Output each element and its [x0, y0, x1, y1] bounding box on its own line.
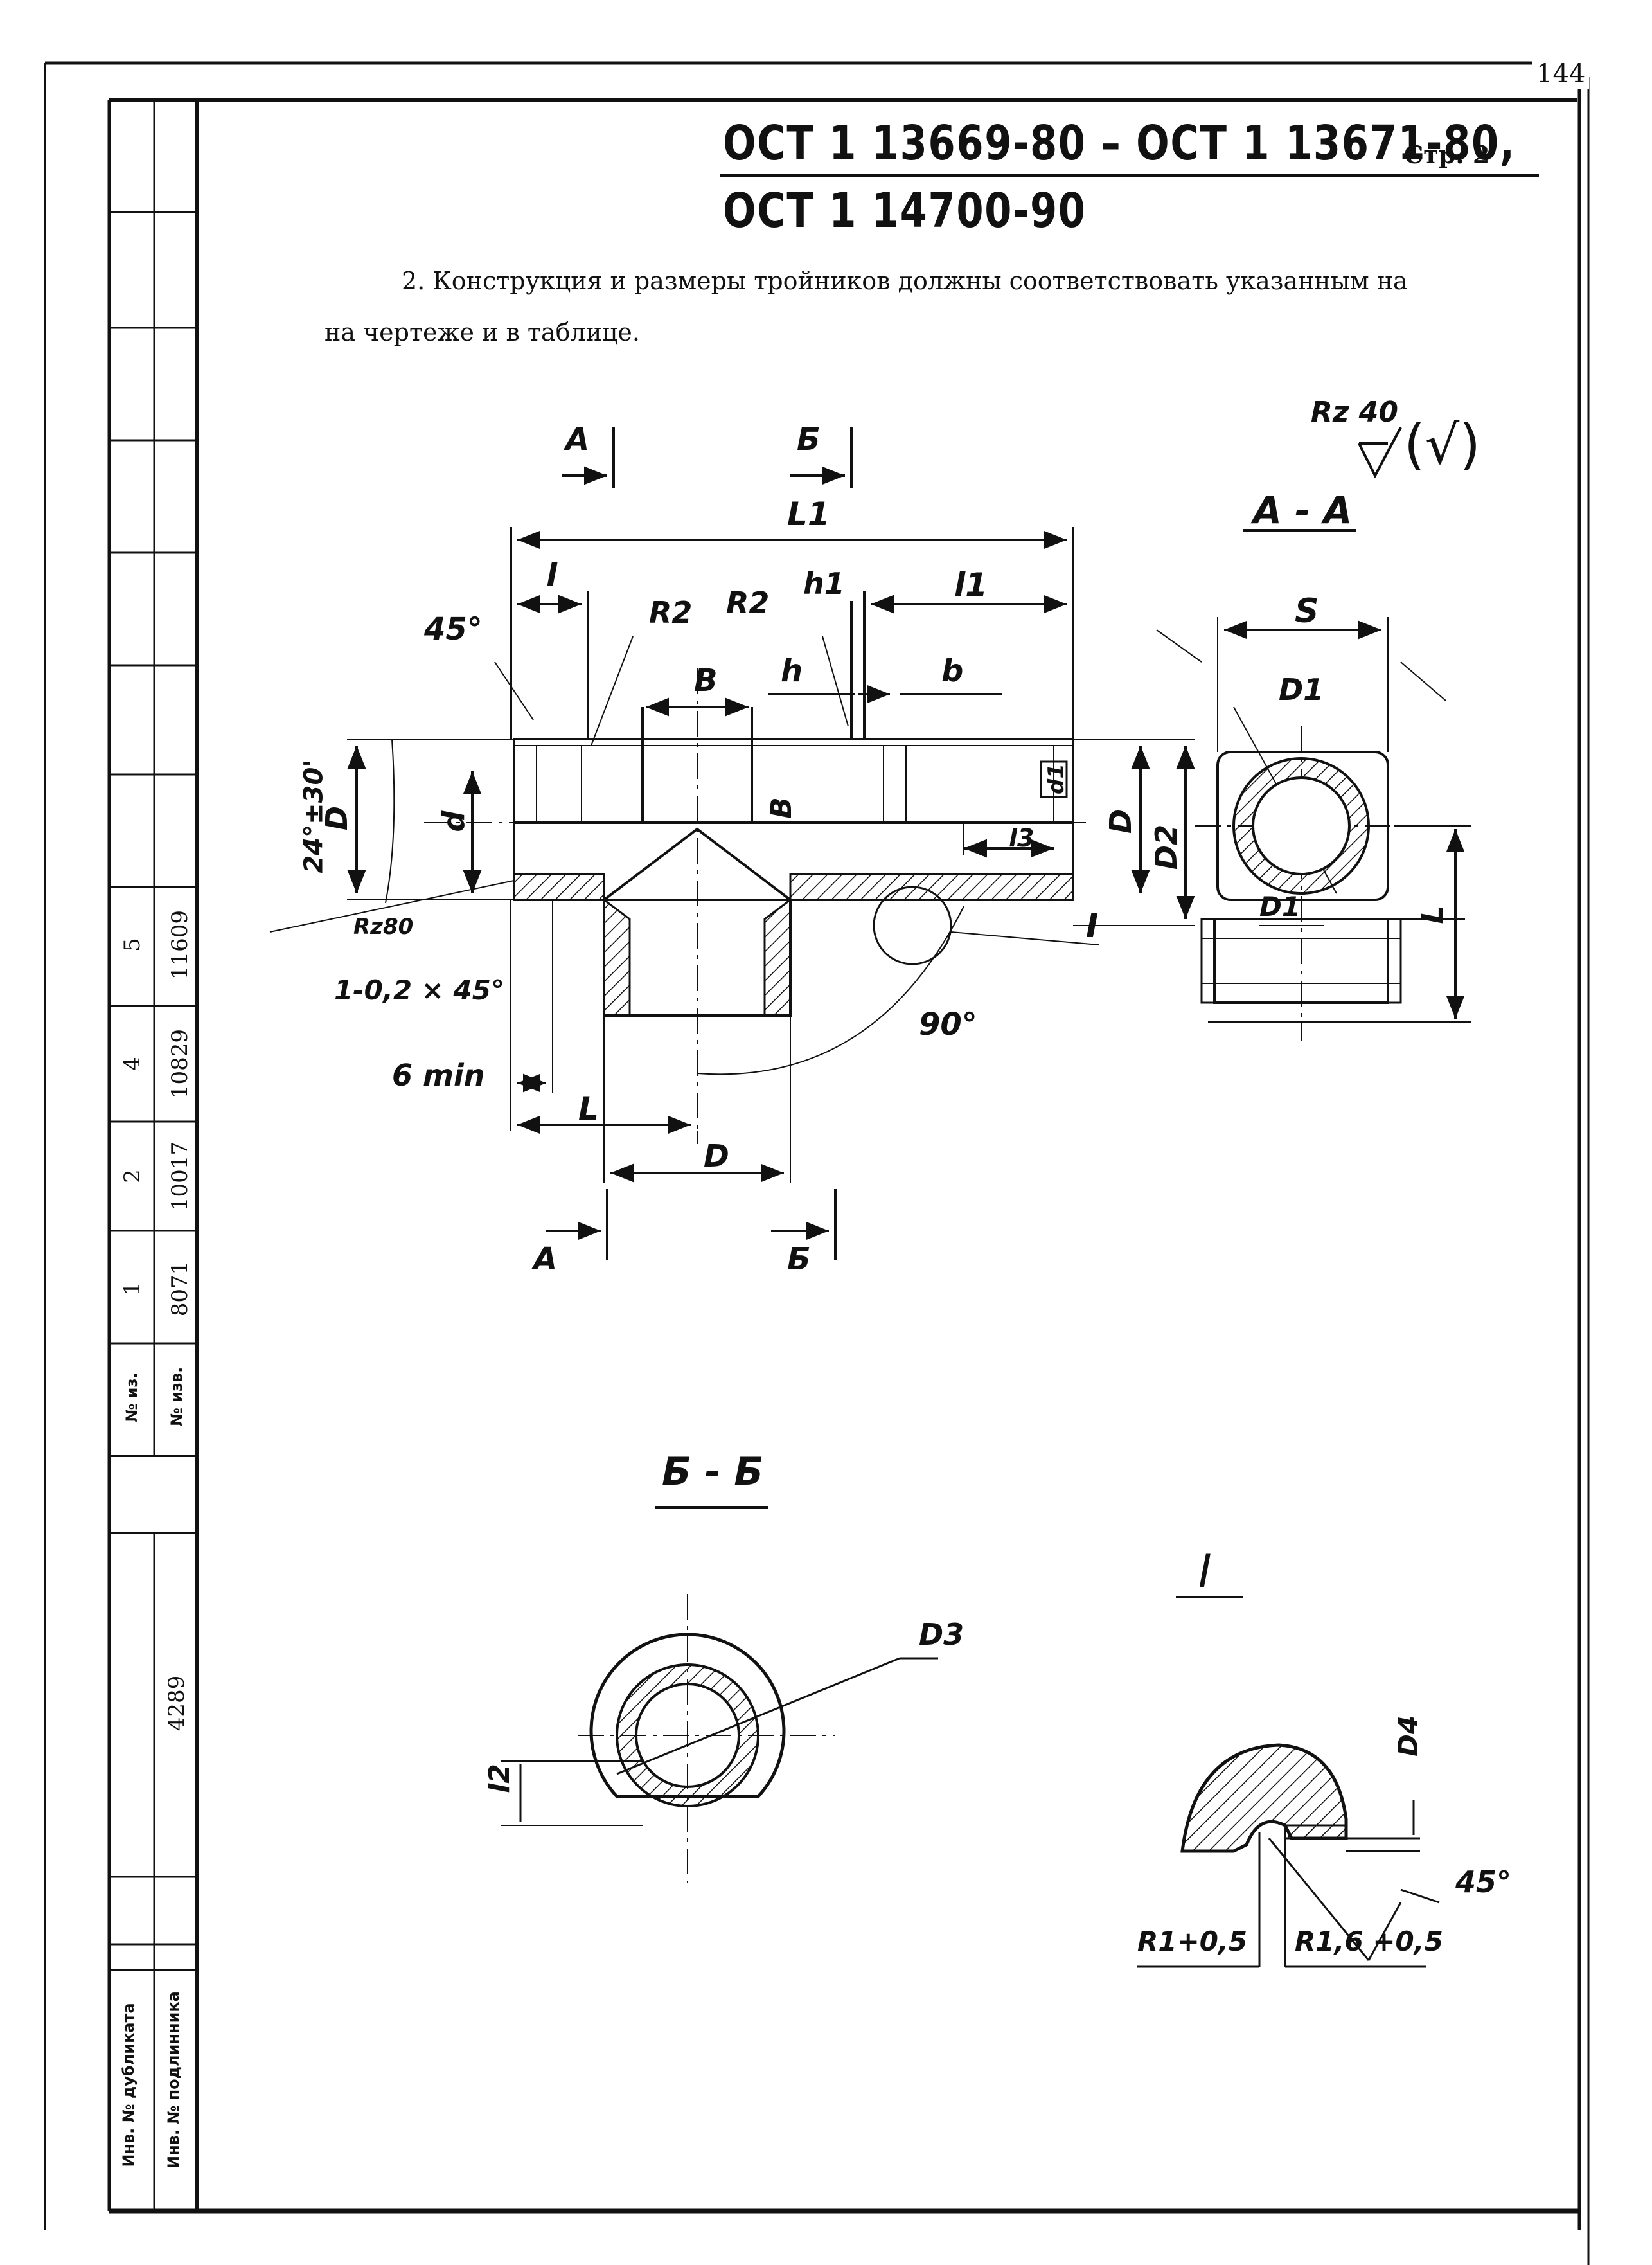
detail-I-D4: D4 [1392, 1715, 1425, 1757]
detail-I-R16: R1,6 +0,5 [1295, 1926, 1443, 1957]
dim-l: l [546, 557, 558, 594]
document-designation-line1: ОСТ 1 13669-80 – ОСТ 1 13671-80, [723, 116, 1516, 171]
page-reference: Стр. 2 [1404, 140, 1490, 169]
dim-l1: l1 [954, 566, 988, 604]
section-b-top-label: Б [797, 422, 821, 458]
angle-45: 45° [424, 611, 483, 647]
view-aa-D1-top: D1 [1279, 672, 1324, 707]
dim-l3: l3 [1009, 824, 1035, 852]
roughness-rz80: Rz80 [353, 914, 414, 940]
paragraph-line1: 2. Конструкция и размеры тройников должн… [402, 267, 1408, 295]
section-a-top-label: А [565, 422, 590, 458]
chamfer-label: 1-0,2 × 45° [334, 974, 504, 1006]
detail-I-marker: I [1086, 907, 1099, 945]
dim-L-bottom: L [578, 1090, 599, 1127]
roughness-paren: (√) [1404, 413, 1481, 476]
detail-I-title: I [1198, 1545, 1212, 1598]
section-a-bottom-label: А [533, 1241, 558, 1277]
dim-B-top: B [694, 663, 718, 699]
dim-b: b [941, 653, 964, 689]
angle-90: 90° [919, 1007, 977, 1043]
view-aa-D1-bottom: D1 [1259, 891, 1301, 922]
dim-D-bottom: D [704, 1138, 729, 1174]
dim-6min: 6 min [392, 1058, 485, 1093]
dim-h1: h1 [803, 566, 845, 601]
roughness-label: Rz 40 [1311, 396, 1399, 429]
page-number: 144 [1532, 59, 1590, 89]
radius-R2-left: R2 [649, 595, 693, 630]
section-b-bottom-label: Б [787, 1241, 811, 1277]
dim-L1: L1 [787, 496, 830, 533]
detail-I-angle45: 45° [1455, 1865, 1512, 1899]
view-bb-title: Б - Б [662, 1449, 764, 1494]
radius-R2-right: R2 [726, 586, 770, 620]
dim-h: h [781, 653, 803, 689]
detail-I-R1: R1+0,5 [1137, 1926, 1248, 1957]
view-bb-D3: D3 [919, 1617, 964, 1652]
roughness-check-icon [1358, 427, 1402, 479]
view-aa-title: А - А [1253, 488, 1353, 532]
header-underline [720, 174, 1539, 177]
view-aa-S: S [1295, 592, 1319, 631]
document-designation-line2: ОСТ 1 14700-90 [723, 183, 1087, 238]
paragraph-line2: на чертеже и в таблице. [324, 318, 640, 346]
